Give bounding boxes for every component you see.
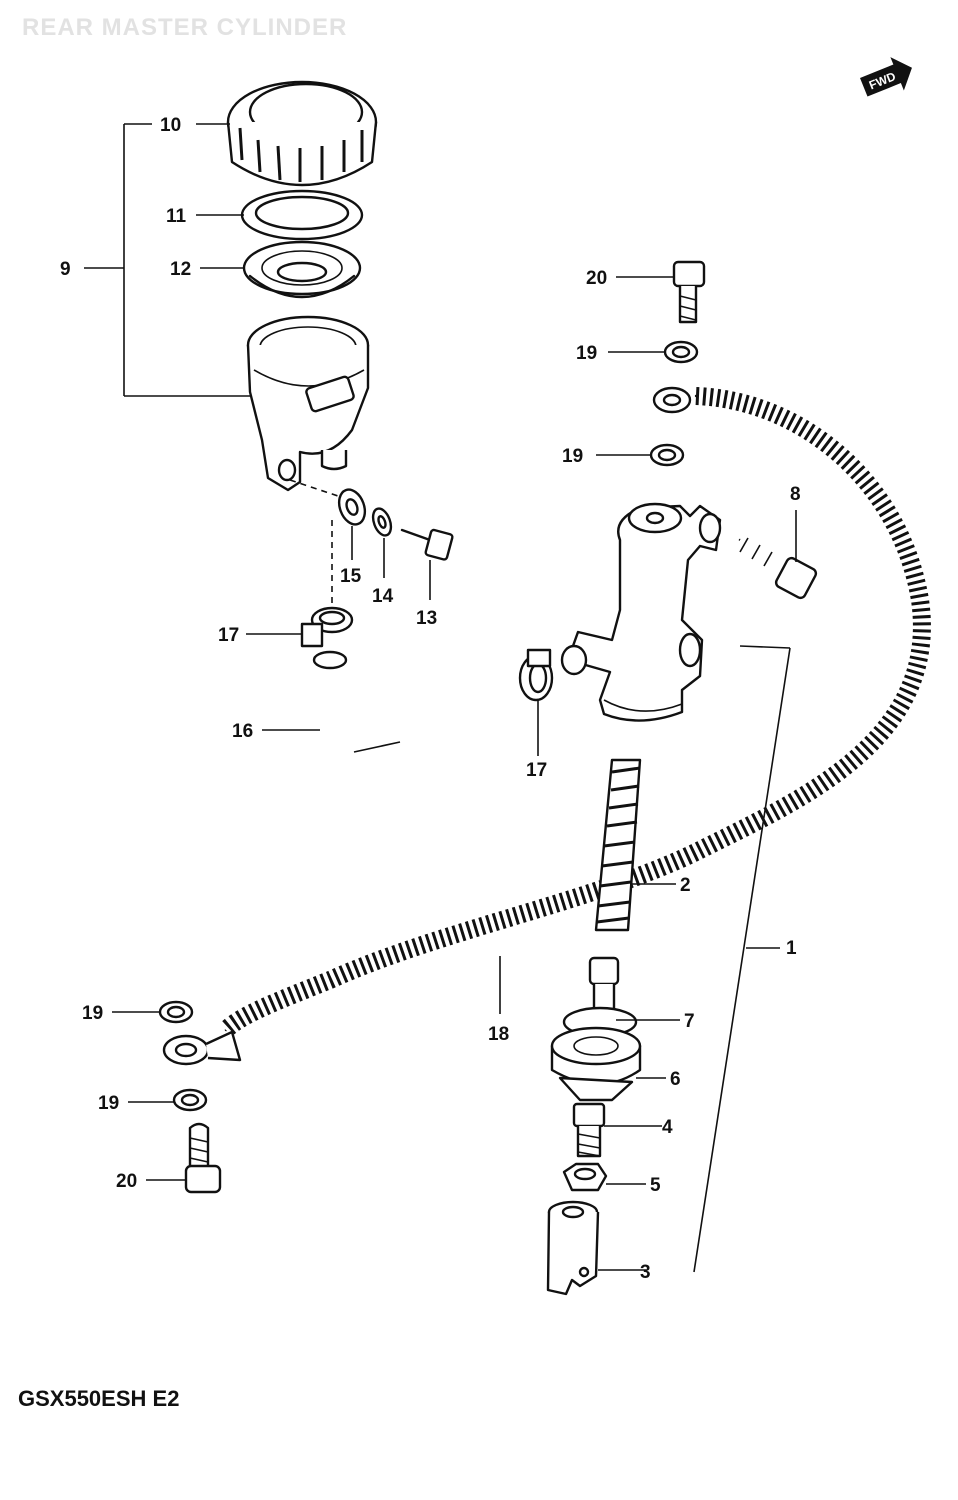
- diagram-title: REAR MASTER CYLINDER: [22, 14, 348, 41]
- hose-clamp-upper: [300, 606, 354, 648]
- copper-washer-19-d: [172, 1088, 208, 1112]
- reservoir-hose: [312, 646, 524, 798]
- callout-7: 7: [684, 1011, 695, 1032]
- callout-6: 6: [670, 1069, 681, 1090]
- brake-hose: [162, 385, 933, 1066]
- callout-4: 4: [662, 1117, 673, 1138]
- callout-leader-lines: [112, 123, 797, 1271]
- callout-19-c: 19: [82, 1003, 103, 1024]
- reservoir-tank: [246, 315, 370, 492]
- union-bolt-upper: [672, 260, 706, 324]
- washer-15: [337, 488, 367, 526]
- callout-13: 13: [416, 608, 437, 629]
- group-bracket-1: [693, 645, 791, 1273]
- callout-17-upper: 17: [218, 625, 239, 646]
- callout-14: 14: [372, 586, 394, 607]
- callout-3: 3: [640, 1262, 651, 1283]
- callout-20-upper: 20: [586, 268, 607, 289]
- copper-washer-19-b: [649, 443, 685, 467]
- diaphragm-plate: [240, 189, 364, 241]
- callout-11: 11: [166, 206, 187, 227]
- callout-19-a: 19: [576, 343, 597, 364]
- copper-washer-19-a: [663, 340, 699, 364]
- piston-assembly: [550, 956, 642, 1102]
- callout-16: 16: [232, 721, 253, 742]
- hose-clamp-lower: [518, 648, 554, 702]
- group-bracket-9: [84, 123, 252, 397]
- callout-9: 9: [60, 259, 71, 280]
- callout-10: 10: [160, 115, 181, 136]
- callout-12: 12: [170, 259, 191, 280]
- callout-5: 5: [650, 1175, 661, 1196]
- washer-14: [371, 507, 393, 537]
- alignment-dashes: [289, 479, 351, 610]
- bolt-13: [400, 528, 454, 561]
- callout-20-lower: 20: [116, 1171, 137, 1192]
- callout-8: 8: [790, 484, 801, 505]
- callout-19-d: 19: [98, 1093, 119, 1114]
- callout-numbers: 1 2 3 4 5 6 7 8 9 10 11 12 13 14 15 16 1…: [60, 115, 801, 1283]
- union-bolt-lower: [184, 1122, 222, 1194]
- callout-19-b: 19: [562, 446, 583, 467]
- callout-15: 15: [340, 566, 362, 587]
- callout-2: 2: [680, 875, 691, 896]
- callout-17-lower: 17: [526, 760, 547, 781]
- bolt-8: [735, 532, 818, 600]
- forward-arrow-icon: FWD: [860, 57, 912, 97]
- piston-spring: [594, 758, 642, 932]
- callout-18: 18: [488, 1024, 509, 1045]
- clevis: [546, 1200, 600, 1296]
- callout-1: 1: [786, 938, 797, 959]
- diaphragm: [242, 240, 362, 299]
- push-rod: [572, 1102, 606, 1158]
- master-cylinder-body: [560, 502, 722, 722]
- reservoir-cap: [226, 80, 378, 187]
- model-code: GSX550ESH E2: [18, 1386, 180, 1411]
- copper-washer-19-c: [158, 1000, 194, 1024]
- lock-nut: [562, 1162, 608, 1192]
